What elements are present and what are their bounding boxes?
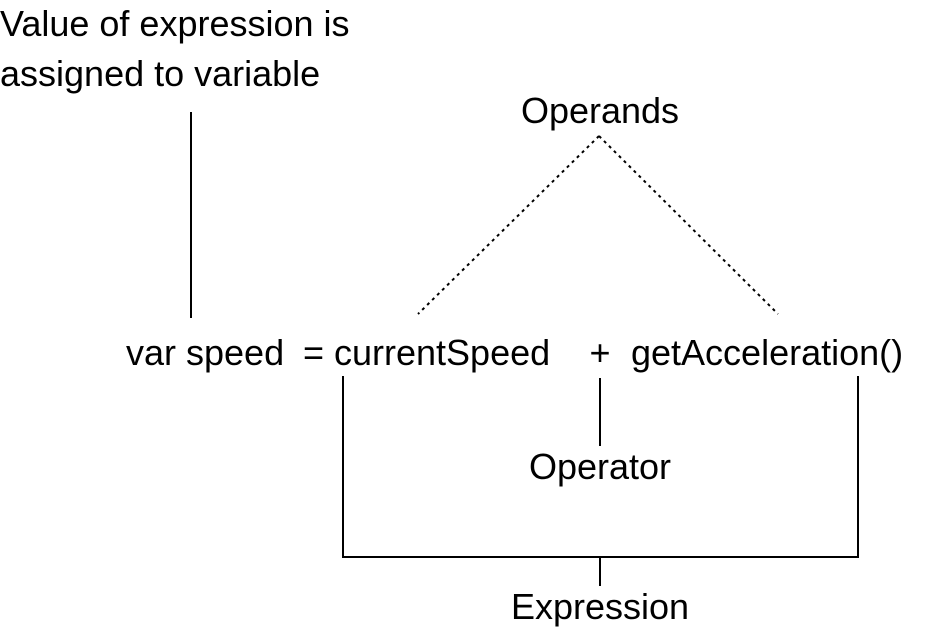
assignment-annotation-line2: assigned to variable	[0, 53, 321, 94]
declaration-text: var speed	[126, 332, 285, 373]
operands-label: Operands	[520, 90, 680, 131]
equals-sign: =	[303, 332, 325, 373]
operand-right-text: getAcceleration()	[631, 332, 904, 373]
operator-label: Operator	[528, 446, 672, 487]
operand-left-connector	[417, 135, 600, 315]
operator-symbol: +	[589, 332, 611, 373]
operand-right-connector	[598, 135, 779, 315]
operand-left-text: currentSpeed	[334, 332, 551, 373]
expression-label: Expression	[510, 586, 690, 627]
assignment-annotation-line1: Value of expression is	[0, 3, 350, 44]
